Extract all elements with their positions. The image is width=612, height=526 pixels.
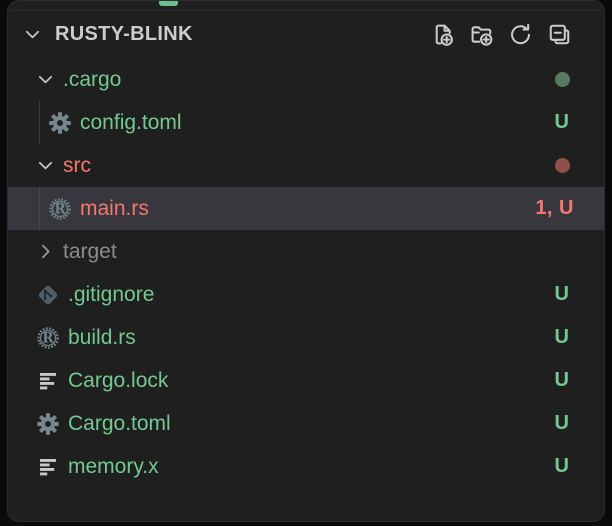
git-status-badge: U — [554, 455, 570, 477]
tree-item-memory-x[interactable]: memory.x U — [8, 445, 604, 488]
new-file-icon[interactable] — [430, 22, 455, 47]
lines-icon — [35, 368, 60, 393]
indent-guide — [39, 187, 40, 230]
tree-item-config-toml[interactable]: config.toml U — [8, 101, 604, 144]
explorer-section-header[interactable]: RUSTY-BLINK — [8, 11, 604, 58]
file-name: main.rs — [80, 196, 149, 220]
git-status-badge: U — [554, 412, 570, 434]
project-title: RUSTY-BLINK — [55, 23, 193, 45]
git-status-badge: U — [554, 369, 570, 391]
tree-item-gitignore[interactable]: .gitignore U — [8, 273, 604, 316]
git-status-badge: U — [554, 326, 570, 348]
file-name: memory.x — [68, 454, 159, 478]
section-divider — [8, 1, 604, 11]
explorer-panel: RUSTY-BLINK — [7, 0, 605, 522]
git-status-badge: U — [554, 283, 570, 305]
tree-item-main-rs[interactable]: R main.rs 1, U — [8, 187, 604, 230]
gear-icon — [35, 411, 60, 436]
refresh-icon[interactable] — [508, 22, 533, 47]
modified-dot-badge — [555, 72, 570, 87]
folder-name: src — [63, 153, 91, 177]
chevron-right-icon — [35, 242, 55, 262]
clipped-green-text-fragment — [159, 1, 178, 6]
indent-guide — [39, 101, 40, 144]
problems-git-badge: 1, U — [535, 197, 574, 219]
gear-icon — [47, 110, 72, 135]
file-name: build.rs — [68, 325, 136, 349]
chevron-down-icon — [22, 25, 42, 45]
new-folder-icon[interactable] — [469, 22, 494, 47]
file-name: config.toml — [80, 110, 182, 134]
rust-icon: R — [47, 196, 72, 221]
modified-dot-badge — [555, 158, 570, 173]
tree-item-cargo-toml[interactable]: Cargo.toml U — [8, 402, 604, 445]
rust-icon: R — [35, 325, 60, 350]
git-icon — [35, 282, 60, 307]
file-name: .gitignore — [68, 282, 155, 306]
tree-item-src-folder[interactable]: src — [8, 144, 604, 187]
file-name: Cargo.toml — [68, 411, 171, 435]
folder-name: .cargo — [63, 67, 122, 91]
git-status-badge: U — [554, 111, 570, 133]
tree-item-build-rs[interactable]: R build.rs U — [8, 316, 604, 359]
header-actions — [430, 22, 572, 47]
folder-name: target — [63, 239, 117, 263]
file-tree: .cargo config.toml U — [8, 58, 604, 488]
chevron-down-icon — [35, 70, 55, 90]
svg-text:R: R — [42, 330, 54, 346]
tree-item-cargo-folder[interactable]: .cargo — [8, 58, 604, 101]
collapse-all-icon[interactable] — [547, 22, 572, 47]
file-name: Cargo.lock — [68, 368, 169, 392]
chevron-down-icon — [35, 156, 55, 176]
svg-text:R: R — [54, 201, 66, 217]
tree-item-cargo-lock[interactable]: Cargo.lock U — [8, 359, 604, 402]
lines-icon — [35, 454, 60, 479]
tree-item-target-folder[interactable]: target — [8, 230, 604, 273]
